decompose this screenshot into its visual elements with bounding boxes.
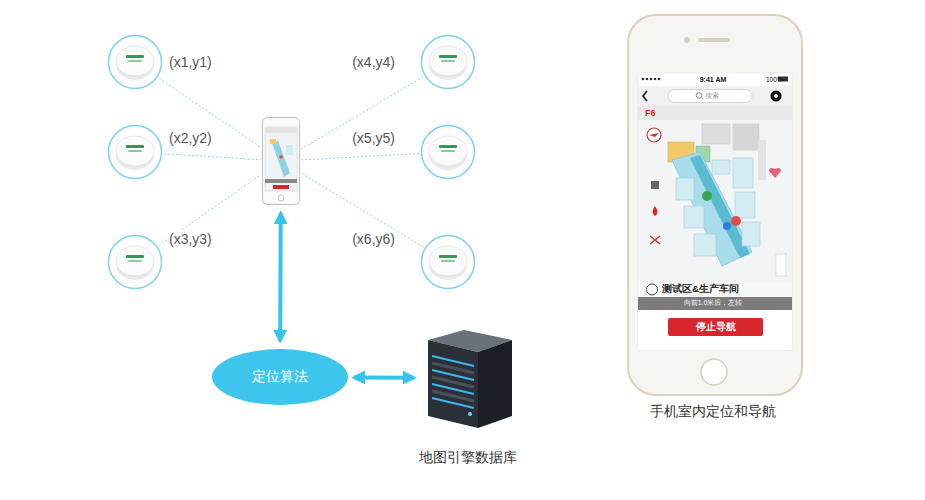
- data-arrow: [278, 213, 283, 341]
- beacon-device: [420, 234, 476, 290]
- database-label: 地图引擎数据库: [419, 448, 517, 466]
- algorithm-ellipse: 定位算法: [212, 349, 348, 405]
- signal-line: [164, 154, 261, 160]
- figure-caption: 手机室内定位和导航: [650, 402, 776, 420]
- server-tower: [420, 326, 516, 430]
- status-time: 9:41 AM: [700, 75, 727, 85]
- button-label: 停止导航: [696, 320, 736, 334]
- phone-camera: [684, 37, 690, 43]
- destination-name: 测试区&生产车间: [662, 283, 739, 296]
- phone-node: [262, 117, 300, 205]
- gear-icon: [771, 91, 782, 102]
- beacon-node: (x1,y1): [107, 34, 163, 90]
- home-button: [701, 359, 727, 385]
- coordinate-label: (x5,y5): [351, 129, 396, 147]
- instruction-bar: [638, 297, 792, 310]
- map-ground: [638, 120, 792, 282]
- battery-level: 100%: [766, 75, 783, 85]
- nav-bar: [638, 86, 792, 106]
- server-node: 地图引擎数据库: [420, 326, 516, 430]
- destination-bar: [638, 282, 792, 297]
- stop-nav-button: 停止导航: [668, 318, 763, 336]
- map-icons: [647, 128, 786, 276]
- coordinate-label: (x1,y1): [168, 53, 213, 71]
- phone-frame: [628, 15, 802, 395]
- signal-line: [301, 154, 419, 160]
- phone-screen: [638, 73, 792, 350]
- phone-device: [262, 117, 300, 205]
- turn-instruction: 向前1.0米后，左转: [684, 298, 743, 308]
- coordinate-label: (x2,y2): [168, 129, 213, 147]
- coordinate-label: (x4,y4): [351, 53, 396, 71]
- back-chevron: [643, 91, 647, 101]
- beacon-device: [420, 124, 476, 180]
- floor-band: [638, 106, 792, 120]
- floor-number: F6: [645, 107, 656, 119]
- destination-icon: [647, 284, 658, 295]
- beacon-device: [420, 34, 476, 90]
- beacon-node: (x6,y6): [420, 234, 476, 290]
- beacon-node: (x3,y3): [107, 234, 163, 290]
- search-icon: [696, 93, 703, 100]
- floor-plan: [668, 124, 766, 266]
- beacon-device: [107, 34, 163, 90]
- search-box: [668, 90, 752, 103]
- beacon-node: (x4,y4): [420, 34, 476, 90]
- signal-line: [301, 77, 423, 149]
- beacon-device: [107, 124, 163, 180]
- button-panel: [638, 310, 792, 350]
- signal-line: [159, 78, 261, 147]
- coordinate-label: (x6,y6): [351, 230, 396, 248]
- data-arrow: [354, 375, 414, 379]
- search-placeholder: 搜索: [705, 91, 719, 101]
- beacon-node: (x2,y2): [107, 124, 163, 180]
- beacon-node: (x5,y5): [420, 124, 476, 180]
- beacon-device: [107, 234, 163, 290]
- algorithm-label: 定位算法: [252, 368, 308, 386]
- coordinate-label: (x3,y3): [168, 230, 213, 248]
- phone-speaker: [698, 38, 730, 42]
